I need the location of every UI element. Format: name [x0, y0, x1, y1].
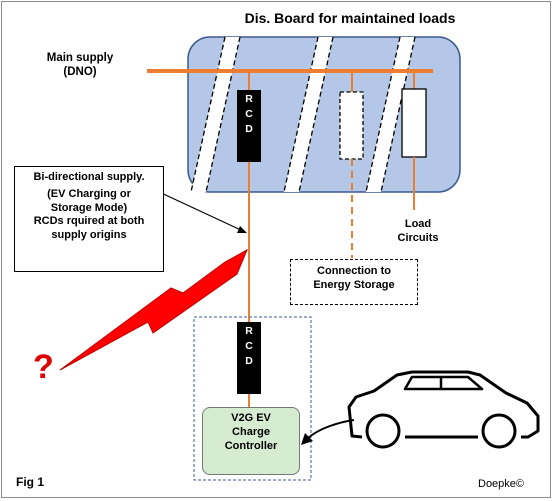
bidirectional-note-line: (EV Charging or — [47, 187, 131, 200]
energy-storage-line1: Connection to — [317, 265, 391, 277]
rcd-letter: C — [245, 340, 253, 352]
credit-label: Doepke© — [478, 478, 525, 490]
rcd-letter: R — [245, 325, 253, 337]
rcd-letter: R — [245, 93, 253, 105]
main-supply-label-line2: (DNO) — [63, 66, 97, 79]
note-pointer-arrowhead — [237, 226, 247, 233]
bidirectional-note-line: supply origins — [51, 229, 127, 241]
controller-line3: Controller — [224, 439, 278, 452]
figure-label: Fig 1 — [16, 475, 45, 489]
load-circuits-line2: Circuits — [397, 231, 439, 244]
load-circuits-label: Load Circuits — [388, 218, 448, 246]
rcd-board: R C D — [237, 90, 261, 162]
bidirectional-note-line: RCDs rquired at both — [33, 215, 145, 228]
bidirectional-note-line: Storage Mode) — [50, 201, 128, 214]
board-break-bands — [190, 36, 416, 193]
energy-storage-box: Connection to Energy Storage — [290, 259, 418, 305]
load-circuits-line1: Load — [404, 218, 432, 230]
rcd-letter: D — [245, 123, 253, 135]
fault-lightning-bolt — [59, 248, 249, 371]
rcd-letter: C — [245, 108, 253, 120]
main-supply-label: Main supply (DNO) — [40, 51, 120, 80]
controller-line2: Charge — [232, 425, 270, 438]
bidirectional-note-box: Bi-directional supply. (EV Charging or S… — [14, 166, 164, 272]
charge-cable-arrowhead — [301, 433, 313, 445]
energy-storage-line2: Energy Storage — [313, 278, 395, 291]
v2g-charge-controller: V2G EV Charge Controller — [202, 407, 300, 475]
note-pointer-arrow — [156, 190, 244, 232]
rcd-letter: D — [245, 355, 253, 367]
load-circuit-breaker — [401, 88, 427, 158]
car-icon — [347, 370, 540, 449]
main-supply-label-line1: Main supply — [46, 52, 114, 64]
controller-line1: V2G EV — [231, 412, 271, 424]
diagram-title: Dis. Board for maintained loads — [244, 10, 456, 26]
question-mark: ? — [33, 348, 54, 386]
rcd-charger: R C D — [237, 322, 261, 394]
charge-cable-arrow — [305, 419, 355, 441]
bidirectional-note-line: Bi-directional supply. — [33, 171, 145, 183]
storage-circuit-breaker — [339, 91, 364, 160]
